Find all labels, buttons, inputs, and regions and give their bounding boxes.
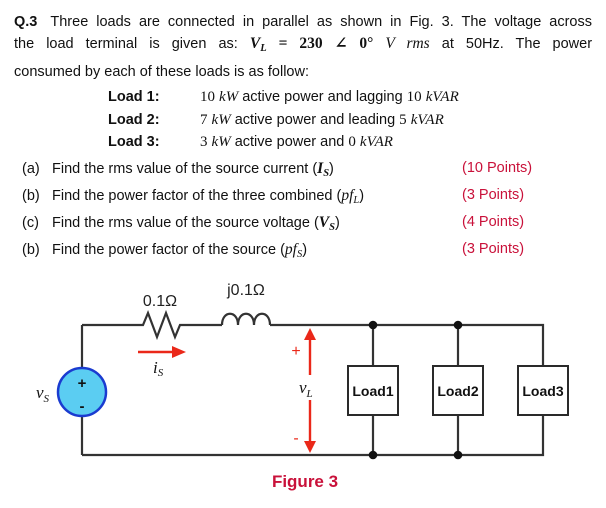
load-3-label: Load 3: — [108, 134, 160, 151]
junction-dot-top-load2 — [453, 320, 463, 330]
question-c-close-paren: ) — [334, 215, 340, 232]
resistor-label: 0.1Ω — [143, 293, 177, 310]
intro-line-2-text: the load terminal is given as: — [14, 36, 238, 53]
load-1-reactive-value: 10 — [406, 89, 422, 106]
question-d-marker: (b) — [22, 242, 40, 259]
vl-arrow-up-head — [304, 328, 316, 340]
load3-box-label: Load3 — [522, 383, 563, 399]
source-voltage-label: vS — [36, 383, 50, 405]
load-3-reactive-value: 0 — [348, 134, 356, 151]
intro-line-1-text: Three loads are connected in parallel as… — [50, 14, 592, 30]
load3-box — [517, 365, 569, 416]
load-3-active-value: 3 — [200, 134, 208, 151]
question-b-close-paren: ) — [359, 188, 365, 205]
junction-dot-top-load1 — [368, 320, 378, 330]
load1-box — [347, 365, 399, 416]
question-c-symbol-sub: S — [329, 222, 335, 234]
question-c-points: (4 Points) — [462, 214, 525, 231]
load-row-1: Load 1: 10 kW active power and lagging 10… — [14, 86, 592, 108]
load-1-active-unit: kW — [219, 89, 239, 106]
vl-arrow-down-head — [304, 441, 316, 453]
load-1-active-value: 10 — [200, 89, 215, 106]
question-a-marker: (a) — [22, 161, 40, 178]
voltage-symbol: V — [249, 35, 261, 53]
load-2-reactive-value: 5 — [399, 111, 407, 128]
question-b-marker: (b) — [22, 188, 40, 205]
junction-dot-bottom-load2 — [453, 450, 463, 460]
inductor-symbol — [220, 312, 272, 326]
current-label: iS — [153, 358, 164, 379]
question-a-points: (10 Points) — [462, 160, 533, 177]
circuit-diagram: + - vS 0.1Ω j0.1Ω iS + - vL Load1 Load2 … — [36, 282, 569, 491]
intro-line-2-text-end: at 50Hz. The power — [441, 36, 593, 53]
question-c-text: Find the rms value of the source voltage… — [52, 215, 319, 232]
question-list: (a) Find the rms value of the source curr… — [14, 158, 592, 266]
resistor-symbol — [137, 309, 183, 341]
voltage-unit: V rms — [385, 35, 430, 53]
wire-top-right — [270, 323, 545, 366]
question-c-symbol: V — [318, 214, 330, 232]
question-b-points: (3 Points) — [462, 187, 525, 204]
load2-box — [432, 365, 484, 416]
load-row-2: Load 2: 7 kW active power and leading 5 k… — [14, 109, 592, 131]
load-1-label: Load 1: — [108, 89, 160, 106]
question-a-close-paren: ) — [329, 161, 334, 178]
load2-box-label: Load2 — [437, 383, 478, 399]
voltage-symbol-sub: L — [260, 43, 267, 55]
question-a-symbol-sub: S — [323, 168, 330, 180]
question-b-text: Find the power factor of the three combi… — [52, 188, 342, 205]
load-1-reactive-unit: kVAR — [425, 89, 459, 106]
question-text-block: Q.3 Three loads are connected in parallel… — [14, 11, 592, 266]
question-d-symbol-sub: S — [296, 249, 303, 261]
vl-label: vL — [299, 378, 313, 400]
wire-bottom — [82, 415, 545, 457]
intro-line-3: consumed by each of these loads is as fo… — [14, 63, 309, 80]
load-2-active-value: 7 — [200, 111, 208, 128]
load-3-reactive-unit: kVAR — [359, 134, 393, 151]
question-b-symbol: pf — [341, 187, 354, 205]
load-row-3: Load 3: 3 kW active power and 0 kVAR — [14, 131, 592, 153]
inductor-label: j0.1Ω — [226, 282, 265, 299]
load-2-label: Load 2: — [108, 111, 160, 128]
figure-caption: Figure 3 — [272, 472, 338, 491]
source-plus-sign: + — [78, 375, 87, 392]
voltage-source-symbol — [56, 366, 108, 418]
question-c: (c) Find the rms value of the source volt… — [14, 212, 592, 239]
load1-box-label: Load1 — [352, 383, 393, 399]
load-2-desc: active power and leading — [234, 111, 396, 128]
question-d-close-paren: ) — [302, 242, 308, 259]
question-b: (b) Find the power factor of the three co… — [14, 185, 592, 212]
question-b-symbol-sub: L — [353, 195, 360, 207]
question-a: (a) Find the rms value of the source curr… — [14, 158, 592, 185]
load-3-active-unit: kW — [211, 134, 231, 151]
question-d-text: Find the power factor of the source ( — [52, 242, 285, 259]
load-list: Load 1: 10 kW active power and lagging 10… — [14, 86, 592, 153]
question-number: Q.3 — [14, 14, 38, 30]
load-2-active-unit: kW — [211, 111, 231, 128]
question-a-text: Find the rms value of the source current… — [52, 161, 318, 178]
junction-dot-bottom-load1 — [368, 450, 378, 460]
source-minus-sign: - — [80, 398, 85, 415]
question-c-marker: (c) — [22, 215, 39, 232]
load-1-desc: active power and lagging — [242, 89, 403, 106]
voltage-value: = 230 ∠ 0° — [278, 35, 374, 53]
vl-plus-sign: + — [291, 343, 300, 360]
current-arrow-head — [172, 346, 186, 358]
intro-line-2: the load terminal is given as: VL = 230 … — [14, 33, 592, 60]
question-d-symbol: pf — [284, 241, 297, 259]
question-a-symbol: I — [317, 160, 324, 178]
intro-line-1: Q.3 Three loads are connected in parallel… — [14, 11, 592, 33]
question-d: (b) Find the power factor of the source (… — [14, 239, 592, 266]
vl-minus-sign: - — [293, 430, 298, 447]
load-3-desc: active power and — [234, 134, 345, 151]
question-d-points: (3 Points) — [462, 241, 525, 258]
load-2-reactive-unit: kVAR — [410, 111, 444, 128]
